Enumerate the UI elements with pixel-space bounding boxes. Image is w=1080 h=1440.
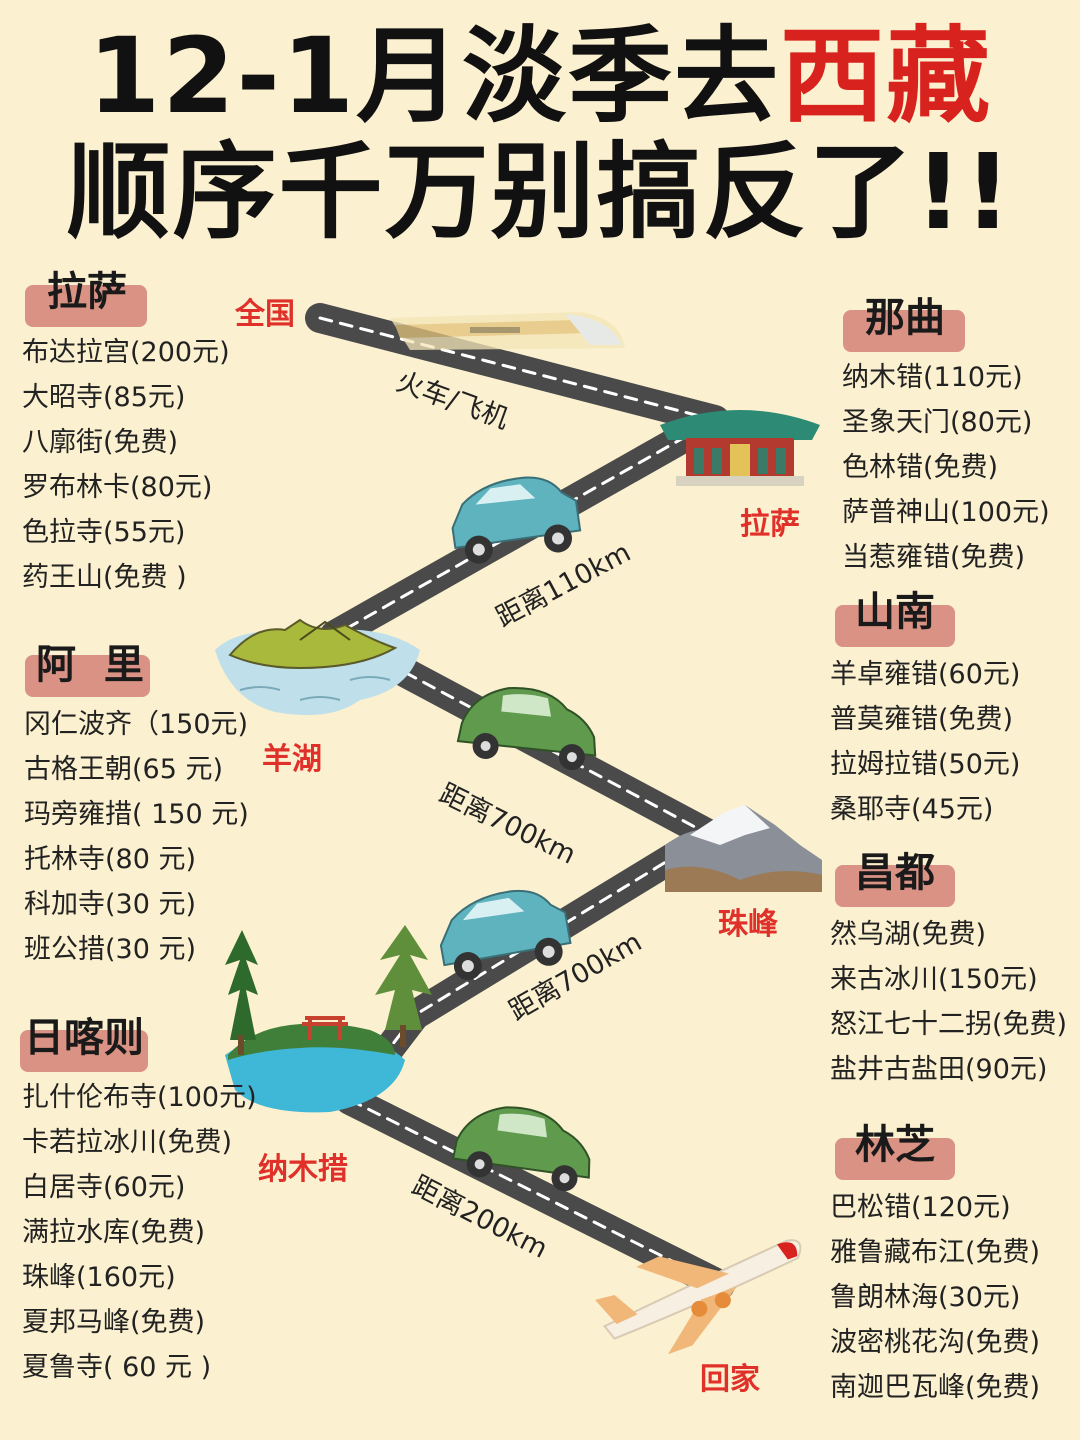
region-title-nagqu: 那曲 — [865, 295, 945, 341]
page-title-line1: 12-1月淡季去西藏 — [87, 15, 993, 137]
list-item: 冈仁波齐（150元) — [24, 709, 249, 740]
list-item: 鲁朗林海(30元) — [830, 1282, 1021, 1313]
list-item: 珠峰(160元) — [22, 1262, 176, 1293]
region-tag-shigatse — [20, 1030, 148, 1072]
list-item: 班公措(30 元) — [24, 934, 197, 965]
stop-namtso: 纳木措 — [258, 1152, 348, 1187]
stop-lhasa: 拉萨 — [740, 507, 800, 542]
car-icon — [451, 476, 582, 564]
list-item: 拉姆拉错(50元) — [830, 749, 1021, 780]
list-item: 南迦巴瓦峰(免费) — [830, 1372, 1041, 1403]
lake-island-icon — [215, 618, 420, 716]
list-item: 桑耶寺(45元) — [830, 794, 994, 825]
region-title-ali: 阿 里 — [36, 642, 144, 688]
list-item: 满拉水库(免费) — [22, 1217, 206, 1248]
spot-list-shigatse: 扎什伦布寺(100元) 卡若拉冰川(免费) 白居寺(60元) 满拉水库(免费) … — [22, 1075, 257, 1390]
list-item: 圣象天门(80元) — [842, 407, 1033, 438]
region-title-shigatse: 日喀则 — [24, 1015, 144, 1061]
list-item: 夏邦马峰(免费) — [22, 1307, 206, 1338]
region-tag-ali — [25, 655, 150, 697]
region-tag-qamdo — [835, 865, 955, 907]
vintage-car-icon — [451, 1106, 591, 1192]
stop-everest: 珠峰 — [718, 907, 778, 942]
list-item: 扎什伦布寺(100元) — [22, 1082, 257, 1113]
forest-lake-icon — [225, 925, 432, 1113]
airplane-icon — [595, 1239, 802, 1355]
list-item: 托林寺(80 元) — [24, 844, 197, 875]
region-tag-lhasa — [25, 285, 147, 327]
spot-list-ali: 冈仁波齐（150元) 古格王朝(65 元) 玛旁雍措( 150 元) 托林寺(8… — [24, 702, 249, 972]
spot-list-qamdo: 然乌湖(免费) 来古冰川(150元) 怒江七十二拐(免费) 盐井古盐田(90元) — [830, 912, 1067, 1092]
list-item: 当惹雍错(免费) — [842, 542, 1026, 573]
list-item: 药王山(免费 ) — [22, 562, 187, 593]
list-item: 八廓街(免费) — [22, 427, 179, 458]
list-item: 科加寺(30 元) — [24, 889, 197, 920]
palace-icon — [660, 410, 820, 486]
list-item: 巴松错(120元) — [830, 1192, 1011, 1223]
page-title-line2: 顺序千万别搞反了!! — [66, 131, 1014, 253]
list-item: 布达拉宫(200元) — [22, 337, 230, 368]
mountain-icon — [665, 805, 822, 892]
vintage-car-icon — [456, 687, 597, 771]
region-tag-nyingchi — [835, 1138, 955, 1180]
region-title-nyingchi: 林芝 — [855, 1122, 935, 1168]
region-title-qamdo: 昌都 — [855, 850, 935, 896]
list-item: 罗布林卡(80元) — [22, 472, 213, 503]
spot-list-nagqu: 纳木错(110元) 圣象天门(80元) 色林错(免费) 萨普神山(100元) 当… — [842, 355, 1050, 580]
list-item: 羊卓雍错(60元) — [830, 659, 1021, 690]
region-title-shannan: 山南 — [855, 589, 935, 635]
list-item: 波密桃花沟(免费) — [830, 1327, 1041, 1358]
train-icon — [390, 312, 625, 350]
list-item: 色林错(免费) — [842, 452, 999, 483]
region-title-lhasa: 拉萨 — [47, 269, 127, 315]
stop-home: 回家 — [700, 1362, 760, 1397]
region-tag-nagqu — [843, 310, 965, 352]
list-item: 夏鲁寺( 60 元 ) — [22, 1352, 212, 1383]
list-item: 盐井古盐田(90元) — [830, 1054, 1048, 1085]
list-item: 普莫雍错(免费) — [830, 704, 1014, 735]
car-icon — [439, 889, 572, 981]
list-item: 萨普神山(100元) — [842, 497, 1050, 528]
list-item: 卡若拉冰川(免费) — [22, 1127, 233, 1158]
list-item: 色拉寺(55元) — [22, 517, 186, 548]
list-item: 然乌湖(免费) — [830, 919, 987, 950]
stop-yamdrok: 羊湖 — [262, 742, 322, 777]
region-tag-shannan — [835, 605, 955, 647]
list-item: 来古冰川(150元) — [830, 964, 1038, 995]
list-item: 大昭寺(85元) — [22, 382, 186, 413]
stop-origin: 全国 — [235, 297, 295, 332]
list-item: 怒江七十二拐(免费) — [830, 1009, 1068, 1040]
spot-list-lhasa: 布达拉宫(200元) 大昭寺(85元) 八廓街(免费) 罗布林卡(80元) 色拉… — [22, 330, 230, 600]
list-item: 白居寺(60元) — [22, 1172, 186, 1203]
list-item: 古格王朝(65 元) — [24, 754, 224, 785]
list-item: 雅鲁藏布江(免费) — [830, 1237, 1041, 1268]
spot-list-shannan: 羊卓雍错(60元) 普莫雍错(免费) 拉姆拉错(50元) 桑耶寺(45元) — [830, 652, 1020, 832]
list-item: 玛旁雍措( 150 元) — [24, 799, 249, 830]
title-highlight: 西藏 — [780, 15, 993, 137]
list-item: 纳木错(110元) — [842, 362, 1023, 393]
spot-list-nyingchi: 巴松错(120元) 雅鲁藏布江(免费) 鲁朗林海(30元) 波密桃花沟(免费) … — [830, 1185, 1040, 1410]
